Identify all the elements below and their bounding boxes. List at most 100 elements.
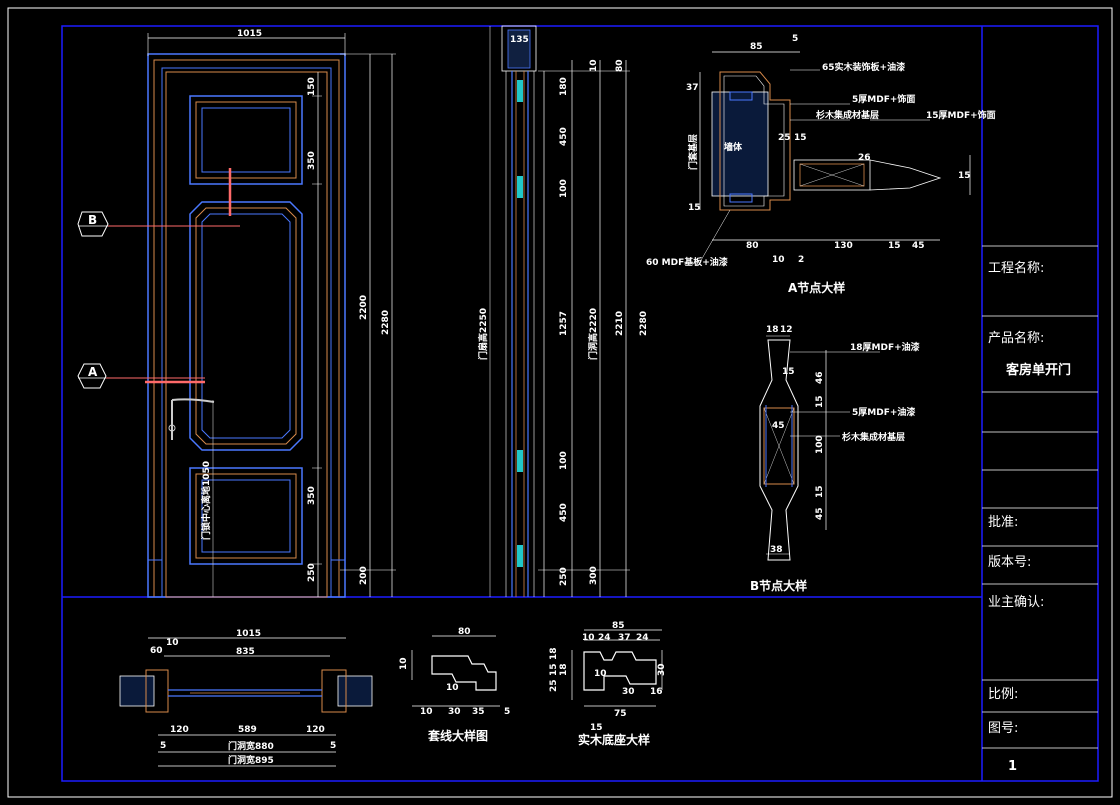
marker-a [77,363,205,389]
baseboard-dim-24b: 24 [636,633,649,643]
title-block [982,245,1098,749]
baseboard-dim-75: 75 [614,709,627,719]
sheet-border [7,7,1113,798]
detail-b-drawing [759,335,880,561]
casing-dim-35: 35 [472,707,485,717]
detail-a-note-4: 15厚MDF+饰面 [926,109,996,121]
plan-opening-2: 门洞宽895 [228,754,274,766]
elevation-height-outer: 2280 [381,310,391,335]
section-right-300: 300 [589,566,599,585]
plan-opening-1: 门洞宽880 [228,740,274,752]
owner-confirm-label: 业主确认: [988,595,1044,610]
baseboard-dim-15: 15 [590,723,603,733]
elevation-dim-150: 150 [307,77,317,96]
marker-b [77,168,240,237]
plan-edge-5a: 5 [160,741,166,751]
section-outer-2210: 2210 [615,311,625,336]
elevation-dim-250: 250 [307,563,317,582]
detail-a-top-85: 85 [750,42,763,52]
elevation-dim-350a: 350 [307,151,317,170]
plan-bottom-589: 589 [238,725,257,735]
marker-b-label: B [88,213,97,227]
plan-edge-5b: 5 [330,741,336,751]
plan-drawing [119,637,373,767]
detail-a-dim-2: 2 [798,255,804,265]
elevation-height-total: 2200 [359,295,369,320]
casing-dim-10c: 10 [399,657,409,670]
casing-dim-10b: 10 [446,683,459,693]
elevation-width-dim: 1015 [237,29,262,39]
baseboard-left-18b: 18 [559,663,569,676]
detail-b-note-2: 5厚MDF+油漆 [852,406,915,418]
section-inner-label-2: 门洞高2220 [587,308,599,360]
baseboard-left-18a: 18 [549,647,559,660]
detail-b-dim-45a: 45 [772,421,785,431]
detail-a-title: A节点大样 [788,280,845,295]
detail-a-side-25: 25 [778,133,791,143]
detail-a-side-15b: 15 [688,203,701,213]
section-top-dim: 135 [510,35,529,45]
baseboard-dim-30: 30 [622,687,635,697]
casing-dim-30: 30 [448,707,461,717]
elevation-dim-200: 200 [359,566,369,585]
baseboard-dim-37b: 30 [657,663,667,676]
detail-b-dim-38: 38 [770,545,783,555]
section-dim-100a: 100 [559,179,569,198]
project-name-label: 工程名称: [988,260,1044,276]
section-inner-label-1: 门扇高2250 [477,308,489,360]
marker-a-label: A [88,365,98,379]
section-dim-180: 180 [559,77,569,96]
casing-drawing [411,635,500,707]
section-dim-450a: 450 [559,127,569,146]
baseboard-dim-37: 37 [618,633,631,643]
scale-label: 比例: [988,687,1018,702]
detail-a-top-5: 5 [792,34,798,44]
detail-b-dim-100: 100 [815,435,825,454]
detail-b-note-1: 18厚MDF+油漆 [850,341,920,353]
section-outer-2280: 2280 [639,311,649,336]
section-dim-1257: 1257 [559,311,569,336]
detail-a-bottom-note: 60 MDF基板+油漆 [646,256,728,268]
detail-a-dim-130: 130 [834,241,853,251]
baseboard-left-15: 15 [549,663,559,676]
detail-a-dim-80: 80 [746,241,759,251]
detail-a-note-2: 5厚MDF+饰面 [852,93,915,105]
detail-a-left-note: 门套基层 [687,134,699,170]
door-handle-icon [171,398,215,440]
door-section [489,25,630,597]
detail-b-note-3: 杉木集成材基层 [842,431,905,443]
section-right-10: 10 [589,59,599,72]
drawing-number-label: 图号: [988,721,1018,736]
casing-dim-10a: 10 [420,707,433,717]
approve-label: 批准: [988,515,1018,530]
baseboard-dim-10a: 10 [582,633,595,643]
detail-a-dim-10: 10 [772,255,785,265]
baseboard-drawing [571,629,663,707]
section-dim-100b: 100 [559,451,569,470]
drawing-frame [61,25,1099,782]
lock-center-label: 门锁中心离地1050 [200,461,212,540]
plan-left-10: 10 [166,638,179,648]
detail-b-top-12: 12 [780,325,793,335]
product-name-value: 客房单开门 [1006,362,1071,378]
plan-left-60: 60 [150,646,163,656]
door-elevation [147,33,396,598]
plan-bottom-120a: 120 [170,725,189,735]
detail-a-dim-15: 15 [888,241,901,251]
detail-b-top-18: 18 [766,325,779,335]
drawing-number-value: 1 [1008,759,1017,774]
detail-a-dim-45: 45 [912,241,925,251]
detail-b-dim-45b: 45 [815,507,825,520]
section-dim-250: 250 [559,567,569,586]
baseboard-title: 实木底座大样 [578,732,650,747]
baseboard-top-dim: 85 [612,621,625,631]
detail-b-dim-46: 46 [815,371,825,384]
plan-width-outer: 1015 [236,629,261,639]
detail-b-dim-15b: 15 [815,395,825,408]
plan-bottom-120b: 120 [306,725,325,735]
casing-title: 套线大样图 [427,728,488,743]
detail-b-title: B节点大样 [750,578,807,593]
detail-a-wall-label: 墙体 [724,141,743,153]
detail-a-side-15a: 15 [794,133,807,143]
